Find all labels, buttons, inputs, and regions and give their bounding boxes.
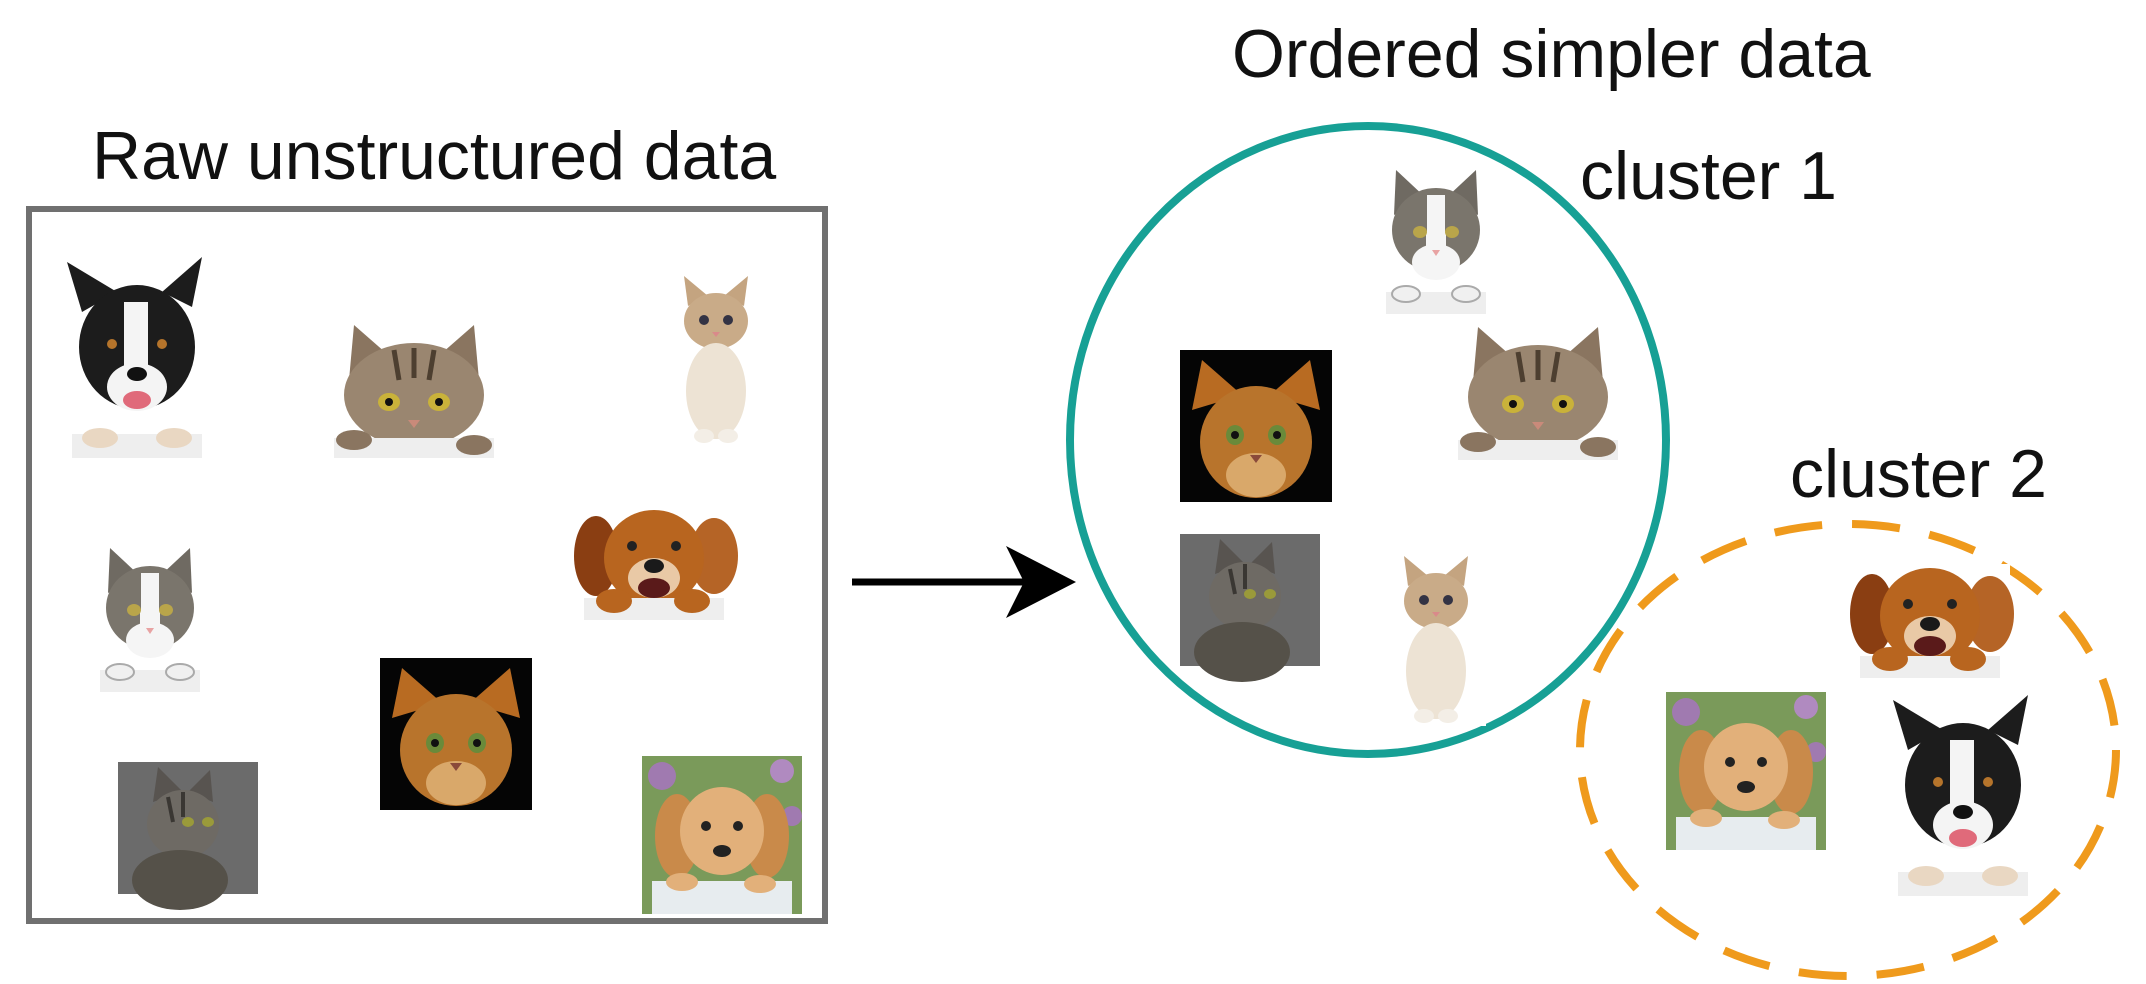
golden-puppy-icon — [642, 756, 802, 914]
arrow-head-icon — [1006, 546, 1076, 618]
cluster1-kitten-sitting-icon — [1386, 556, 1486, 726]
cluster1-white-tabby-cat-icon — [1386, 170, 1486, 315]
raw-data-box — [26, 206, 828, 924]
white-tabby-cat-icon — [100, 548, 200, 693]
brown-dog-peeking-icon — [574, 506, 738, 621]
cluster2-dog-black-white-icon — [1888, 695, 2038, 900]
cluster1-gray-cat-portrait-icon — [1178, 532, 1322, 684]
cluster1-tabby-cat-peeking-icon — [1458, 322, 1618, 462]
cluster2-golden-puppy-icon — [1666, 692, 1826, 850]
cluster-2-label: cluster 2 — [1790, 436, 2047, 512]
cluster-1-label: cluster 1 — [1580, 138, 1837, 214]
cluster2-brown-dog-peeking-icon — [1850, 564, 2014, 679]
cluster-1-circle — [1066, 122, 1670, 758]
gray-cat-portrait-icon — [116, 760, 260, 912]
dog-black-white-icon — [62, 257, 212, 462]
ordered-data-title: Ordered simpler data — [1232, 16, 1871, 92]
cluster1-abyssinian-cat-icon — [1180, 350, 1332, 502]
tabby-cat-peeking-icon — [334, 320, 494, 460]
raw-data-title: Raw unstructured data — [92, 118, 777, 194]
cluster-2-circle — [1576, 520, 2120, 980]
kitten-sitting-icon — [666, 276, 766, 446]
abyssinian-cat-icon — [380, 658, 532, 810]
